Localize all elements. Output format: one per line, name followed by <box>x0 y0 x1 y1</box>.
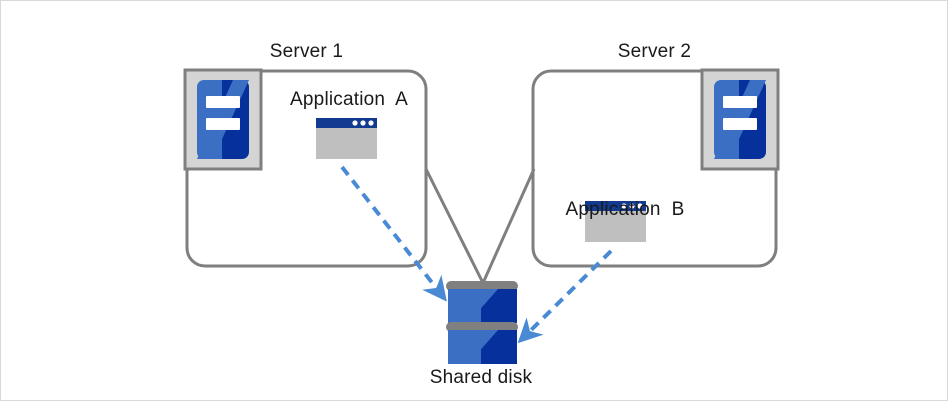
app-b-to-disk-access <box>517 249 613 344</box>
server2-application-window-icon <box>585 201 646 242</box>
server2-title: Server 2 <box>617 41 692 62</box>
server1-title: Server 1 <box>269 41 344 62</box>
shared-disk-label: Shared disk <box>429 367 533 388</box>
server2-server-icon <box>700 68 780 171</box>
app-a-to-disk-access <box>340 165 447 302</box>
shared-disk-icon <box>446 281 518 364</box>
server1-application-label: Application A <box>290 89 408 110</box>
server1-server-icon <box>183 68 263 171</box>
server1-application-window-icon <box>316 118 377 159</box>
server2-to-disk-link <box>481 168 536 284</box>
server2-application-label: Application B <box>565 199 685 220</box>
server1-to-disk-link <box>424 168 485 284</box>
